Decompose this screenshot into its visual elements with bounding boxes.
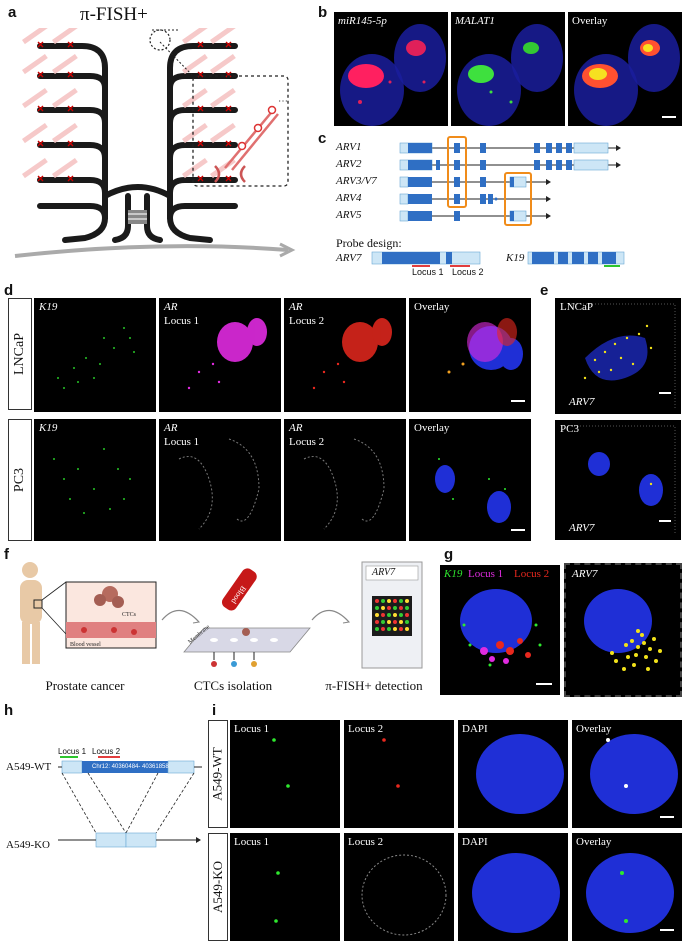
label-b-overlay: Overlay bbox=[572, 15, 608, 27]
e-lncap-3d: LNCaP ARV7 bbox=[555, 298, 681, 414]
isoform-arv3v7: ARV3/V7 bbox=[336, 175, 377, 187]
probe-design-title: Probe design: bbox=[336, 236, 402, 250]
chip-label: ARV7 bbox=[372, 567, 396, 578]
d-pc3-overlay-label: Overlay bbox=[414, 422, 450, 434]
row-label-pc3: PC3 bbox=[8, 419, 32, 541]
h-ko-label: A549-KO bbox=[6, 839, 50, 851]
d-pc3-l1-gene: AR bbox=[164, 422, 178, 434]
miR145-image: miR145-5p bbox=[334, 12, 448, 126]
label-mir145: miR145-5p bbox=[338, 15, 387, 27]
panel-h-label: h bbox=[4, 702, 14, 719]
e-lncap-gene: ARV7 bbox=[569, 396, 595, 408]
d-ar-l1-gene: AR bbox=[164, 301, 178, 313]
h-locus1: Locus 1 bbox=[58, 747, 87, 756]
e-pc3-label: PC3 bbox=[560, 423, 579, 435]
i-wt-dapi-label: DAPI bbox=[462, 723, 488, 735]
g-arv7-image: ARV7 bbox=[564, 563, 682, 697]
probe-design-diagram bbox=[371, 251, 625, 267]
probe-locus1: Locus 1 bbox=[412, 267, 444, 277]
label-malat1: MALAT1 bbox=[455, 15, 495, 27]
i-ko-locus1: Locus 1 bbox=[230, 833, 340, 941]
i-ko-dapi: DAPI bbox=[458, 833, 568, 941]
i-wt-l1-label: Locus 1 bbox=[234, 723, 270, 735]
h-wt-label: A549-WT bbox=[6, 761, 52, 773]
i-wt-dapi: DAPI bbox=[458, 720, 568, 828]
svg-text:⋯: ⋯ bbox=[278, 96, 288, 107]
d-overlay-label: Overlay bbox=[414, 301, 450, 313]
h-coordinate: Chr12: 40360484- 40361858 bbox=[92, 764, 169, 770]
probe-locus2: Locus 2 bbox=[452, 267, 484, 277]
panel-c-label: c bbox=[318, 130, 327, 147]
panel-d-label: d bbox=[4, 282, 14, 299]
i-wt-locus2: Locus 2 bbox=[344, 720, 454, 828]
malat1-image: MALAT1 bbox=[451, 12, 565, 126]
d-k19-label: K19 bbox=[39, 301, 58, 313]
i-ko-l2-label: Locus 2 bbox=[348, 836, 384, 848]
i-ko-dapi-label: DAPI bbox=[462, 836, 488, 848]
i-row-wt: A549-WT bbox=[208, 720, 228, 828]
e-pc3-gene: ARV7 bbox=[569, 522, 595, 534]
probe-gene-arv7: ARV7 bbox=[336, 252, 362, 264]
d-pc3-overlay: Overlay bbox=[409, 419, 531, 541]
row-label-lncap: LNCaP bbox=[8, 298, 32, 410]
h-locus2: Locus 2 bbox=[92, 747, 121, 756]
panel-i-label: i bbox=[212, 702, 217, 719]
isoform-arv4: ARV4 bbox=[336, 192, 362, 204]
g-locus2-label: Locus 2 bbox=[514, 568, 550, 580]
svg-text:Blood vessel: Blood vessel bbox=[70, 642, 101, 648]
svg-text:CTCs: CTCs bbox=[122, 612, 137, 618]
b-overlay-image: Overlay bbox=[568, 12, 682, 126]
step-ctcs-isolation: CTCs isolation bbox=[193, 678, 273, 693]
knockout-diagram bbox=[58, 756, 202, 848]
pi-fish-title: π-FISH+ bbox=[80, 4, 148, 25]
d-ar-l2-locus: Locus 2 bbox=[289, 315, 325, 327]
d-ar-l2-gene: AR bbox=[289, 301, 303, 313]
d-pc3-l2-locus: Locus 2 bbox=[289, 436, 325, 448]
i-wt-overlay-label: Overlay bbox=[576, 723, 612, 735]
d-pc3-k19: K19 bbox=[34, 419, 156, 541]
d-pc3-locus2: AR Locus 2 bbox=[284, 419, 406, 541]
i-ko-overlay: Overlay bbox=[572, 833, 682, 941]
i-row-ko: A549-KO bbox=[208, 833, 228, 941]
g-k19-label: K19 bbox=[444, 568, 463, 580]
d-lncap-locus2: AR Locus 2 bbox=[284, 298, 406, 412]
panel-b-label: b bbox=[318, 4, 328, 21]
panel-e-label: e bbox=[540, 282, 549, 299]
e-lncap-label: LNCaP bbox=[560, 301, 593, 313]
panel-g-label: g bbox=[444, 546, 454, 563]
i-wt-locus1: Locus 1 bbox=[230, 720, 340, 828]
d-pc3-l1-locus: Locus 1 bbox=[164, 436, 200, 448]
e-pc3-3d: PC3 ARV7 bbox=[555, 420, 681, 540]
d-ar-l1-locus: Locus 1 bbox=[164, 315, 200, 327]
panel-f-label: f bbox=[4, 546, 9, 563]
ctc-workflow-diagram: CTCs Blood vessel Blood Membrane bbox=[20, 561, 423, 669]
step-prostate-cancer: Prostate cancer bbox=[45, 678, 125, 693]
d-pc3-k19-label: K19 bbox=[39, 422, 58, 434]
i-ko-overlay-label: Overlay bbox=[576, 836, 612, 848]
g-arv7-label: ARV7 bbox=[572, 568, 598, 580]
d-pc3-locus1: AR Locus 1 bbox=[159, 419, 281, 541]
g-locus1-label: Locus 1 bbox=[468, 568, 504, 580]
step-pi-fish-detection: π-FISH+ detection bbox=[325, 678, 423, 693]
isoform-arv5: ARV5 bbox=[336, 209, 362, 221]
i-ko-locus2: Locus 2 bbox=[344, 833, 454, 941]
pi-fish-schematic: ⋯ bbox=[14, 28, 296, 258]
panel-a-label: a bbox=[8, 4, 17, 21]
probe-gene-k19: K19 bbox=[506, 252, 525, 264]
i-wt-l2-label: Locus 2 bbox=[348, 723, 384, 735]
i-ko-l1-label: Locus 1 bbox=[234, 836, 270, 848]
isoform-gene-diagram bbox=[399, 136, 621, 226]
d-lncap-k19: K19 bbox=[34, 298, 156, 412]
g-merge-image: K19 Locus 1 Locus 2 bbox=[440, 565, 560, 695]
i-wt-overlay: Overlay bbox=[572, 720, 682, 828]
isoform-arv1: ARV1 bbox=[336, 141, 362, 153]
d-lncap-overlay: Overlay bbox=[409, 298, 531, 412]
d-pc3-l2-gene: AR bbox=[289, 422, 303, 434]
isoform-arv2: ARV2 bbox=[336, 158, 362, 170]
d-lncap-locus1: AR Locus 1 bbox=[159, 298, 281, 412]
